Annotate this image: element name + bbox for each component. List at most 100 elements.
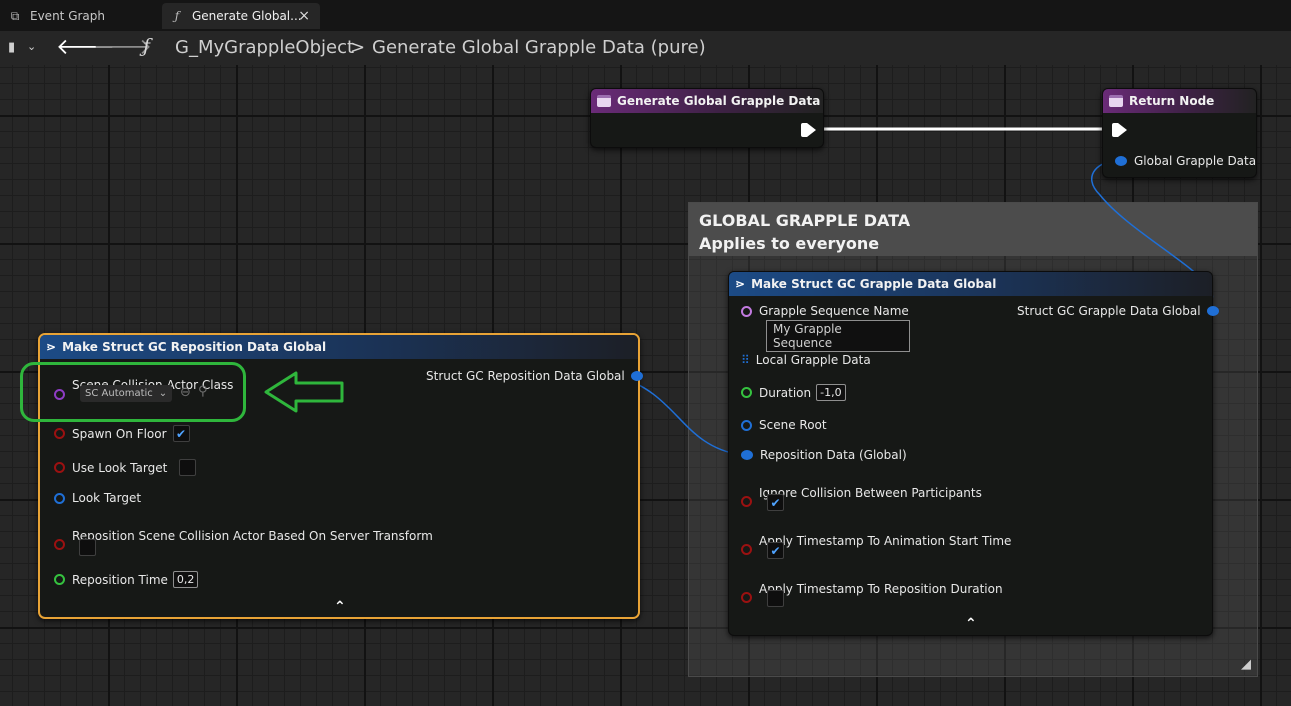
collapse-chevron-icon[interactable]: ⌃ — [965, 616, 977, 632]
annotation-highlight — [20, 362, 246, 422]
exec-in-arrow-icon — [1118, 123, 1127, 137]
breadcrumb-function: Generate Global Grapple Data (pure) — [372, 37, 706, 58]
local-grapple-row: ⠿ Local Grapple Data — [741, 353, 871, 367]
return-node[interactable]: Return Node Global Grapple Data — [1102, 88, 1257, 178]
apply-ts-repo-checkbox[interactable] — [767, 590, 784, 607]
pin-label: Scene Root — [759, 418, 827, 432]
tab-event-graph[interactable]: ⧉ Event Graph — [0, 3, 155, 29]
node-header[interactable]: ⋗ Make Struct GC Grapple Data Global — [729, 272, 1212, 296]
output-row: Struct GC Reposition Data Global — [426, 369, 643, 383]
tab-label: Generate Global... — [192, 9, 302, 23]
bool-pin[interactable] — [54, 428, 65, 439]
node-header[interactable]: Return Node — [1103, 89, 1256, 113]
bool-pin[interactable] — [54, 462, 65, 473]
node-title: Make Struct GC Grapple Data Global — [751, 277, 997, 291]
spawn-on-floor-row: Spawn On Floor ✔ — [54, 425, 190, 442]
browse-search-icon[interactable]: ⚲ — [198, 384, 208, 399]
tab-generate-global[interactable]: ƒ Generate Global... × — [162, 3, 320, 29]
function-icon: ƒ — [174, 9, 180, 23]
reposition-scene-checkbox[interactable] — [79, 539, 96, 556]
make-grapple-node[interactable]: ⋗ Make Struct GC Grapple Data Global Gra… — [728, 271, 1219, 636]
struct-out-pin[interactable] — [1206, 306, 1219, 316]
graph-canvas[interactable]: GLOBAL GRAPPLE DATA Applies to everyone … — [0, 65, 1291, 706]
struct-in-pin[interactable] — [741, 450, 753, 460]
name-pin[interactable] — [741, 305, 752, 317]
grapple-sequence-input[interactable]: My Grapple Sequence — [766, 320, 910, 352]
bool-pin[interactable] — [741, 592, 752, 603]
pin-label: Reposition Scene Collision Actor Based O… — [72, 528, 433, 543]
make-reposition-node[interactable]: ⋗ Make Struct GC Reposition Data Global … — [38, 333, 643, 619]
float-pin[interactable] — [741, 387, 752, 398]
resize-handle-icon[interactable]: ◢ — [1241, 657, 1251, 672]
use-look-target-checkbox[interactable] — [179, 459, 197, 476]
scene-collision-dropdown[interactable]: SC Automatic ⌄ — [80, 385, 173, 402]
use-selected-icon[interactable]: ⊖ — [180, 385, 191, 400]
node-title: Generate Global Grapple Data — [617, 94, 821, 108]
bool-pin[interactable] — [741, 544, 752, 555]
use-look-target-row: Use Look Target — [54, 459, 197, 476]
spawn-on-floor-checkbox[interactable]: ✔ — [172, 425, 190, 442]
tab-bar: ⧉ Event Graph ƒ Generate Global... × — [0, 0, 1291, 31]
bool-pin[interactable] — [741, 496, 752, 507]
breadcrumb: ▮ ⌄ 🡐 🡒 ƒ G_MyGrappleObject > Generate G… — [0, 31, 1291, 65]
comment-line-2: Applies to everyone — [699, 234, 880, 253]
apply-ts-anim-checkbox[interactable]: ✔ — [767, 542, 784, 559]
function-node-icon — [597, 95, 611, 107]
comment-line-1: GLOBAL GRAPPLE DATA — [699, 211, 911, 230]
pin-label: Struct GC Reposition Data Global — [426, 369, 625, 383]
back-arrow-icon[interactable]: 🡐 — [56, 35, 115, 60]
pin-label: Struct GC Grapple Data Global — [1017, 304, 1201, 318]
bookmark-icon[interactable]: ▮ — [8, 40, 16, 55]
make-struct-icon: ⋗ — [735, 277, 746, 291]
collapse-chevron-icon[interactable]: ⌃ — [334, 599, 346, 615]
pin-label: Grapple Sequence Name — [759, 304, 909, 318]
pin-label: Reposition Time — [72, 572, 168, 587]
pin-label: Apply Timestamp To Reposition Duration — [759, 581, 1003, 596]
apply-ts-repo-row: Apply Timestamp To Reposition Duration — [741, 574, 1003, 603]
ignore-collision-checkbox[interactable]: ✔ — [767, 494, 784, 511]
struct-pin[interactable] — [1115, 156, 1127, 166]
exec-out-arrow-icon — [807, 123, 816, 137]
exec-in-pin[interactable] — [1112, 123, 1118, 137]
pin-label: Ignore Collision Between Participants — [759, 485, 982, 500]
struct-out-pin[interactable] — [630, 371, 643, 381]
close-icon[interactable]: × — [298, 8, 310, 24]
reposition-time-row: Reposition Time 0,2 — [54, 571, 199, 588]
dropdown-value: SC Automatic — [85, 388, 153, 399]
chevron-down-icon[interactable]: ⌄ — [27, 40, 37, 53]
node-header[interactable]: Generate Global Grapple Data — [591, 89, 823, 113]
object-pin[interactable] — [54, 492, 65, 504]
grid-array-icon[interactable]: ⠿ — [741, 353, 750, 367]
pin-label: Look Target — [72, 491, 142, 505]
graph-icon: ⧉ — [10, 8, 20, 23]
apply-ts-anim-row: Apply Timestamp To Animation Start Time — [741, 526, 1011, 555]
return-pin-row: Global Grapple Data — [1115, 154, 1256, 168]
bool-pin[interactable] — [54, 539, 65, 550]
pin-label: Local Grapple Data — [755, 353, 871, 367]
node-header[interactable]: ⋗ Make Struct GC Reposition Data Global — [40, 335, 638, 359]
entry-node[interactable]: Generate Global Grapple Data — [590, 88, 824, 148]
grapple-sequence-row: Grapple Sequence Name — [741, 304, 909, 318]
reposition-time-input[interactable]: 0,2 — [172, 571, 199, 588]
forward-arrow-icon[interactable]: 🡒 — [93, 35, 152, 60]
float-pin[interactable] — [54, 574, 65, 585]
node-title: Return Node — [1129, 94, 1215, 108]
pin-label: Global Grapple Data — [1134, 154, 1257, 168]
exec-out-pin[interactable] — [801, 123, 807, 137]
ignore-collision-row: Ignore Collision Between Participants — [741, 478, 982, 507]
output-row: Struct GC Grapple Data Global — [1017, 304, 1219, 318]
pin-label: Apply Timestamp To Animation Start Time — [759, 533, 1012, 548]
breadcrumb-separator: > — [350, 37, 366, 58]
breadcrumb-class[interactable]: G_MyGrappleObject — [175, 37, 355, 58]
node-title: Make Struct GC Reposition Data Global — [62, 340, 327, 354]
reposition-scene-row: Reposition Scene Collision Actor Based O… — [54, 521, 433, 550]
tab-label: Event Graph — [30, 9, 105, 23]
pin-label: Spawn On Floor — [72, 426, 167, 441]
pin-label: Use Look Target — [72, 460, 168, 475]
class-pin[interactable] — [54, 389, 65, 400]
function-icon: ƒ — [143, 35, 151, 57]
duration-input[interactable]: -1,0 — [816, 384, 846, 401]
pin-label: Duration — [759, 385, 812, 400]
object-pin[interactable] — [741, 419, 752, 431]
look-target-row: Look Target — [54, 491, 141, 505]
